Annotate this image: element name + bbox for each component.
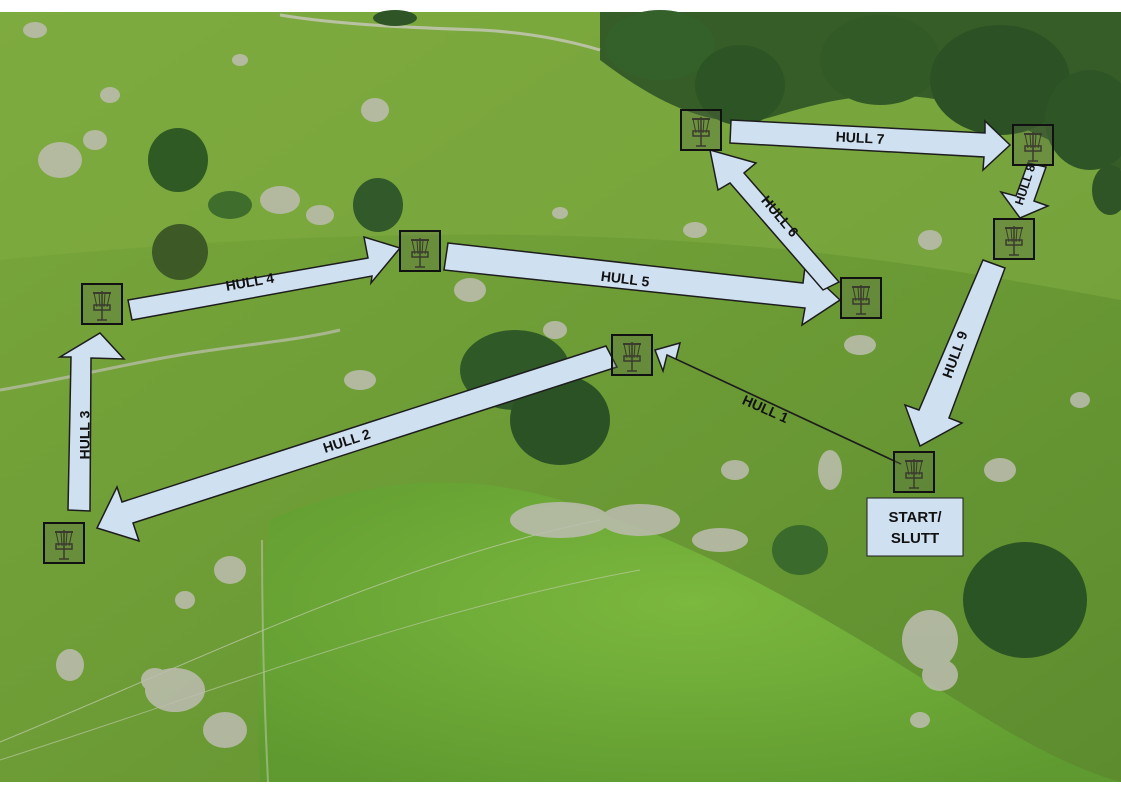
disc-golf-basket-icon bbox=[893, 451, 935, 493]
hole-7-label: HULL 7 bbox=[835, 128, 885, 147]
start-finish-box: START/ SLUTT bbox=[866, 497, 964, 557]
hole-9-arrow bbox=[903, 259, 1006, 448]
hole-5-arrow bbox=[443, 242, 842, 327]
hole-5-label: HULL 5 bbox=[600, 268, 651, 290]
disc-golf-basket-icon bbox=[1012, 124, 1054, 166]
start-label-line2: SLUTT bbox=[891, 530, 939, 547]
disc-golf-basket-icon bbox=[840, 277, 882, 319]
hole-4-arrow bbox=[127, 235, 402, 321]
hole-1-arrow bbox=[654, 341, 902, 465]
start-label-line1: START/ bbox=[888, 509, 942, 526]
hole-2-arrow bbox=[95, 345, 619, 543]
hole-3-label: HULL 3 bbox=[77, 410, 93, 459]
hole-3-arrow bbox=[57, 332, 126, 512]
hole-8-arrow bbox=[999, 162, 1051, 219]
disc-golf-basket-icon bbox=[680, 109, 722, 151]
disc-golf-basket-icon bbox=[43, 522, 85, 564]
disc-golf-basket-icon bbox=[993, 218, 1035, 260]
disc-golf-basket-icon bbox=[611, 334, 653, 376]
hole-7-arrow bbox=[729, 119, 1012, 172]
disc-golf-basket-icon bbox=[399, 230, 441, 272]
hole-arrows bbox=[57, 119, 1051, 543]
disc-golf-basket-icon bbox=[81, 283, 123, 325]
hole-6-arrow bbox=[709, 148, 841, 291]
